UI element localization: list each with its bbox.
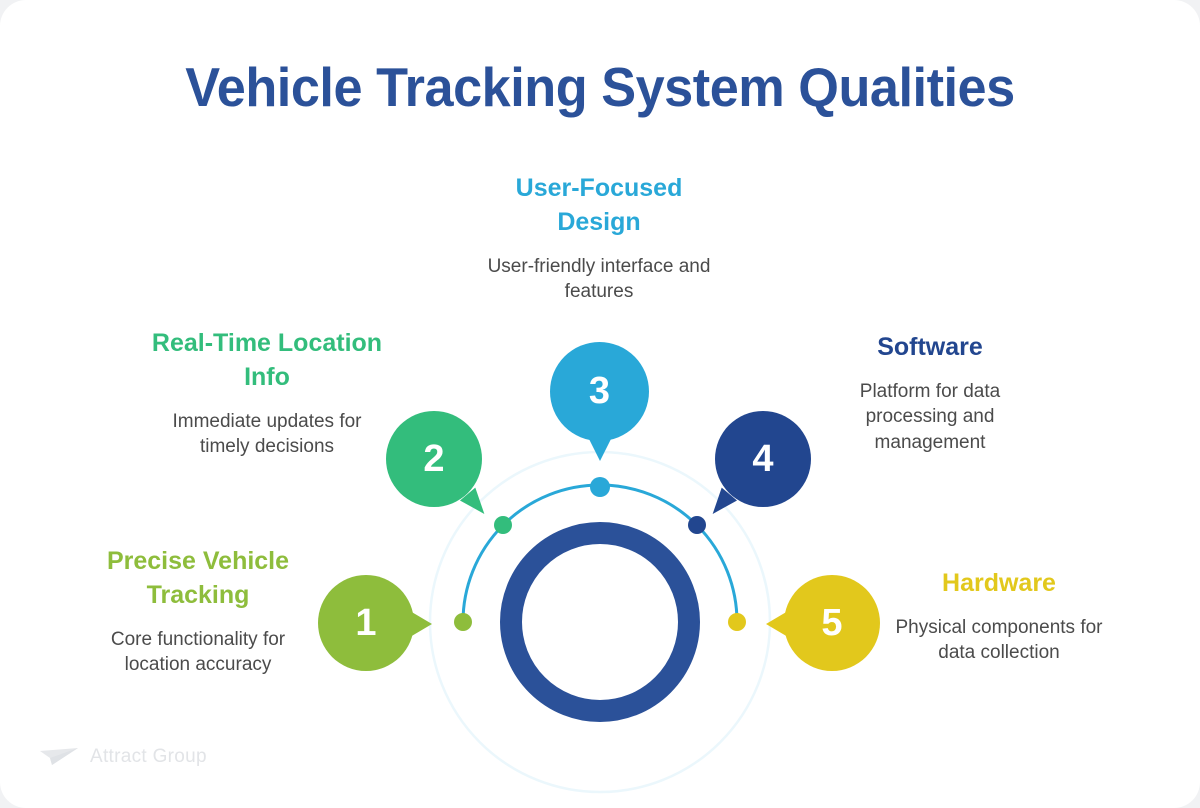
bubble-number-3: 3 bbox=[588, 370, 611, 412]
item-text-1: Precise Vehicle Tracking Core functional… bbox=[78, 545, 318, 678]
bubble-tail-5 bbox=[766, 611, 788, 637]
node-dot-3 bbox=[590, 477, 610, 497]
item-heading-5: Hardware bbox=[942, 569, 1056, 597]
item-heading-3: User-Focused Design bbox=[515, 174, 683, 236]
node-dot-1 bbox=[454, 613, 472, 631]
center-ring bbox=[500, 522, 700, 722]
bubble-tail-3 bbox=[588, 437, 612, 461]
brand-logo: Attract Group bbox=[38, 746, 207, 768]
brand-name: Attract Group bbox=[90, 746, 207, 767]
bubble-number-1: 1 bbox=[355, 601, 377, 644]
number-bubble-3[interactable]: 3 bbox=[550, 342, 649, 461]
item-description-4: Platform for data processing and managem… bbox=[859, 380, 1001, 454]
item-text-3: User-Focused Design User-friendly interf… bbox=[485, 172, 713, 305]
bubble-tail-1 bbox=[410, 611, 432, 637]
item-description-2: Immediate updates for timely decisions bbox=[172, 410, 362, 458]
paper-plane-icon bbox=[40, 748, 78, 765]
item-description-1: Core functionality for location accuracy bbox=[110, 628, 286, 676]
item-text-5: Hardware Physical components for data co… bbox=[890, 567, 1108, 666]
node-dot-5 bbox=[728, 613, 746, 631]
item-text-4: Software Platform for data processing an… bbox=[830, 331, 1030, 456]
node-dot-2 bbox=[494, 516, 512, 534]
item-text-2: Real-Time Location Info Immediate update… bbox=[148, 327, 386, 460]
page-title: Vehicle Tracking System Qualities bbox=[185, 56, 1015, 118]
bubble-number-5: 5 bbox=[821, 601, 843, 644]
number-bubble-1[interactable]: 1 bbox=[318, 575, 432, 671]
number-bubble-4[interactable]: 4 bbox=[704, 411, 811, 521]
item-description-5: Physical components for data collection bbox=[895, 616, 1103, 664]
item-heading-2: Real-Time Location Info bbox=[151, 329, 383, 391]
item-heading-4: Software bbox=[877, 333, 983, 361]
item-heading-1: Precise Vehicle Tracking bbox=[106, 547, 290, 609]
node-dot-4 bbox=[688, 516, 706, 534]
number-bubble-2[interactable]: 2 bbox=[386, 411, 493, 521]
bubble-number-2: 2 bbox=[423, 437, 445, 480]
bubble-number-4: 4 bbox=[752, 437, 774, 480]
number-bubble-5[interactable]: 5 bbox=[766, 575, 880, 671]
item-description-3: User-friendly interface and features bbox=[487, 255, 711, 303]
